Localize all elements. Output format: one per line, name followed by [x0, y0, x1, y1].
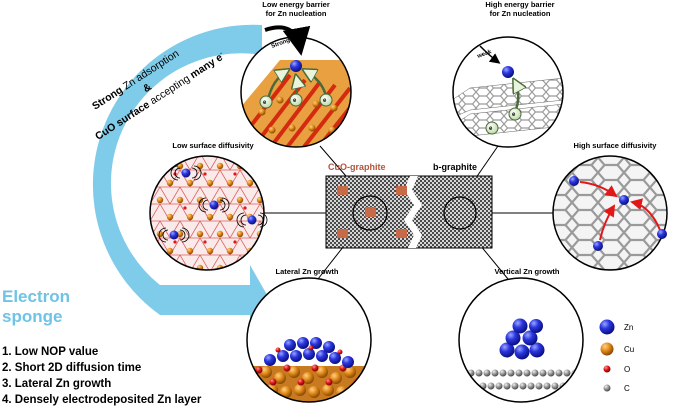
- zn-atom: [247, 215, 257, 225]
- zn-atom: [657, 229, 667, 239]
- low-barrier-title-1: Low energy barrier: [262, 0, 330, 9]
- vertical-growth-title: Vertical Zn growth: [494, 267, 559, 276]
- low-barrier-title-2: for Zn nucleation: [266, 9, 327, 18]
- sponge-title-line2: sponge: [2, 307, 62, 326]
- b-graphite-label: b-graphite: [433, 162, 477, 172]
- atom-legend: Zn Cu O C: [599, 319, 634, 393]
- high-barrier-title-2: for Zn nucleation: [490, 9, 551, 18]
- electron: [508, 107, 522, 121]
- panel-high-diffusivity: High surface diffusivity: [552, 141, 668, 271]
- electron-label: e: [489, 126, 493, 132]
- arc-e-sup: -: [218, 50, 224, 58]
- sponge-point-2: 2. Short 2D diffusion time: [2, 362, 141, 374]
- panel-low-barrier: Low energy barrier for Zn nucleation Str…: [240, 0, 352, 148]
- cuo-particle: [337, 186, 348, 195]
- zn-atom: [502, 66, 514, 78]
- electron: [289, 93, 303, 107]
- sponge-point-4: 4. Densely electrodeposited Zn layer: [2, 394, 202, 406]
- electron-label: e: [323, 98, 327, 104]
- lateral-growth-title: Lateral Zn growth: [276, 267, 339, 276]
- center-graphite-slab: [325, 175, 493, 249]
- panel-lateral-growth: Lateral Zn growth: [246, 267, 372, 403]
- panel-vertical-growth: Vertical Zn growth: [458, 267, 584, 403]
- zn-atom: [169, 230, 179, 240]
- electron-label: e: [293, 98, 297, 104]
- cuo-particle: [365, 207, 376, 217]
- high-barrier-title-1: High energy barrier: [485, 0, 554, 9]
- cuo-particle: [396, 229, 407, 238]
- legend-c-label: C: [624, 384, 630, 393]
- zn-atom: [619, 195, 629, 205]
- legend-o-label: O: [624, 365, 630, 374]
- electron: [319, 93, 333, 107]
- legend-o-swatch: [603, 365, 611, 373]
- legend-zn-label: Zn: [624, 323, 633, 332]
- zn-atom: [593, 241, 603, 251]
- electron-label: e: [263, 100, 267, 106]
- electron: [259, 95, 273, 109]
- weak-label: weak: [476, 49, 493, 60]
- electron: [485, 121, 499, 135]
- cuo-graphite-label: CuO-graphite: [328, 162, 386, 172]
- sponge-title-line1: Electron: [2, 287, 70, 306]
- high-diffusivity-title: High surface diffusivity: [574, 141, 658, 150]
- low-diffusivity-title: Low surface diffusivity: [172, 141, 254, 150]
- zn-atom: [569, 176, 579, 186]
- sponge-point-1: 1. Low NOP value: [2, 346, 98, 358]
- panel-low-diffusivity: Low surface diffusivity: [149, 141, 268, 271]
- legend-c-swatch: [603, 384, 611, 392]
- legend-cu-swatch: [600, 342, 614, 356]
- electron-sponge-summary: Electron sponge 1. Low NOP value 2. Shor…: [2, 287, 202, 406]
- sponge-point-3: 3. Lateral Zn growth: [2, 378, 111, 390]
- zn-atom: [290, 60, 302, 72]
- zn-atom: [209, 200, 219, 210]
- electron-label: e: [512, 112, 516, 118]
- legend-cu-label: Cu: [624, 345, 634, 354]
- electron-sponge-arc: [92, 24, 270, 336]
- legend-zn-swatch: [599, 319, 615, 335]
- panel-high-barrier: High energy barrier for Zn nucleation we…: [452, 0, 564, 148]
- zn-atom: [181, 168, 191, 178]
- cuo-particle: [337, 229, 348, 238]
- cuo-particle: [396, 186, 407, 195]
